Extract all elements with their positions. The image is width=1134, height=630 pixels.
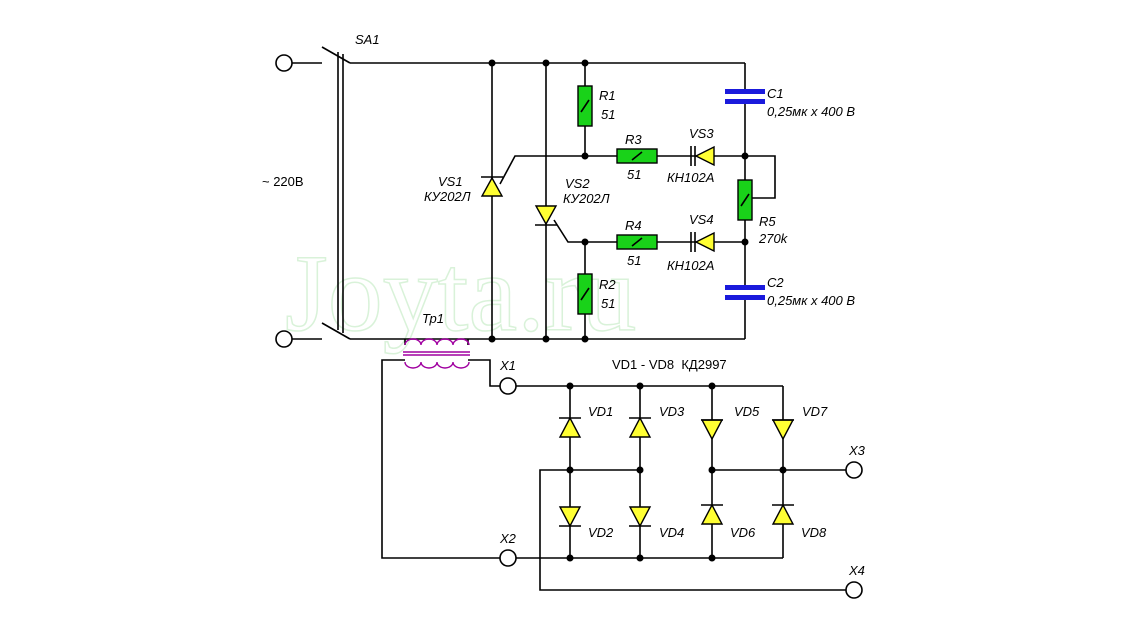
terminal-x3 <box>845 461 863 479</box>
c2-value-label: 0,25мк х 400 В <box>767 293 855 308</box>
r2-ref-label: R2 <box>599 277 616 292</box>
vs2-type-label: КУ202Л <box>563 191 610 206</box>
resistor-r3 <box>616 148 658 164</box>
terminal-x4 <box>845 581 863 599</box>
diode-vd4 <box>628 506 652 528</box>
diode-vd2 <box>558 506 582 528</box>
vd1-label: VD1 <box>588 404 613 419</box>
dinistor-vs4 <box>690 231 715 253</box>
r1-ref-label: R1 <box>599 88 616 103</box>
vs2-ref-label: VS2 <box>565 176 590 191</box>
c2-ref-label: C2 <box>767 275 784 290</box>
diode-vd1 <box>558 416 582 438</box>
x3-label: X3 <box>848 443 866 458</box>
vd4-label: VD4 <box>659 525 684 540</box>
resistor-r2 <box>577 273 593 315</box>
r4-value-label: 51 <box>627 253 641 268</box>
input-terminal-bottom <box>275 330 293 348</box>
input-terminal-top <box>275 54 293 72</box>
vs4-ref-label: VS4 <box>689 212 714 227</box>
r1-value-label: 51 <box>601 107 615 122</box>
diode-vd7 <box>771 419 795 441</box>
terminal-x1 <box>499 377 517 395</box>
resistor-r1 <box>577 85 593 127</box>
vd5-label: VD5 <box>734 404 760 419</box>
transformer-tr1 <box>403 338 470 369</box>
x4-label: X4 <box>848 563 865 578</box>
r2-value-label: 51 <box>601 296 615 311</box>
capacitor-c2 <box>725 285 765 300</box>
resistor-r4 <box>616 234 658 250</box>
vd3-label: VD3 <box>659 404 685 419</box>
thyristor-vs2 <box>534 205 558 226</box>
dinistor-vs3 <box>690 145 715 167</box>
r5-value-label: 270k <box>758 231 789 246</box>
switch-ref-label: SA1 <box>355 32 380 47</box>
vd2-label: VD2 <box>588 525 614 540</box>
vs3-type-label: КН102А <box>667 170 714 185</box>
capacitor-c1 <box>725 89 765 104</box>
source-voltage-label: ~ 220В <box>262 174 304 189</box>
r3-value-label: 51 <box>627 167 641 182</box>
c1-ref-label: C1 <box>767 86 784 101</box>
diode-vd3 <box>628 416 652 438</box>
r5-ref-label: R5 <box>759 214 776 229</box>
vs1-type-label: КУ202Л <box>424 189 471 204</box>
vs1-ref-label: VS1 <box>438 174 463 189</box>
vd6-label: VD6 <box>730 525 756 540</box>
junctions <box>488 59 787 562</box>
vd8-label: VD8 <box>801 525 827 540</box>
x2-label: X2 <box>499 531 517 546</box>
vs3-ref-label: VS3 <box>689 126 714 141</box>
diode-vd8 <box>771 503 795 525</box>
diode-vd5 <box>700 419 724 441</box>
vd7-label: VD7 <box>802 404 828 419</box>
c1-value-label: 0,25мк х 400 В <box>767 104 855 119</box>
terminal-x2 <box>499 549 517 567</box>
transformer-ref-label: Тр1 <box>422 311 444 326</box>
x1-label: X1 <box>499 358 516 373</box>
resistor-r5 <box>737 179 753 221</box>
vs4-type-label: КН102А <box>667 258 714 273</box>
r4-ref-label: R4 <box>625 218 642 233</box>
diode-vd6 <box>700 503 724 525</box>
r3-ref-label: R3 <box>625 132 642 147</box>
thyristor-vs1 <box>480 176 504 197</box>
bridge-caption: VD1 - VD8 КД2997 <box>612 357 727 372</box>
